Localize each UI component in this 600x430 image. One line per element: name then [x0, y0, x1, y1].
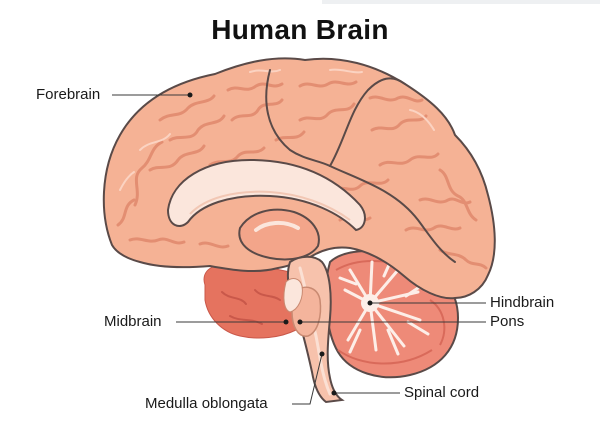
pons-label: Pons	[490, 313, 525, 330]
medulla-oblongata-label: Medulla oblongata	[145, 395, 268, 412]
medulla-leader	[292, 353, 323, 405]
top-strip	[322, 0, 600, 4]
thalamus	[238, 208, 320, 261]
hindbrain-label: Hindbrain	[490, 294, 555, 311]
midbrain-label: Midbrain	[104, 313, 162, 330]
forebrain-label: Forebrain	[36, 86, 101, 103]
spinal-cord-label: Spinal cord	[404, 384, 480, 401]
diagram-title: Human Brain	[211, 14, 389, 45]
corpus-callosum	[166, 158, 366, 232]
